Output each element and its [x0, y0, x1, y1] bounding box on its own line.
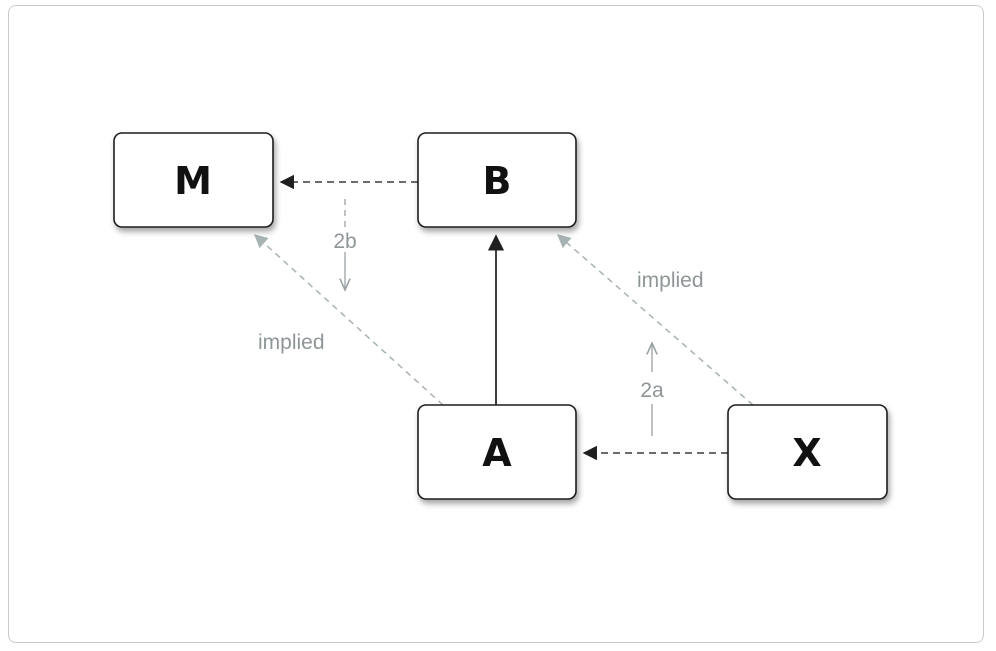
node-b-label: B: [483, 159, 512, 203]
node-a-label: A: [482, 431, 512, 475]
node-b-box: [417, 132, 577, 228]
node-x-box: [727, 404, 888, 500]
node-b[interactable]: B: [417, 132, 577, 228]
step-2b-label: 2b: [333, 230, 356, 253]
implied-label-left: implied: [258, 331, 325, 354]
edge-implied-a-to-m: [253, 234, 444, 406]
step-2a-label: 2a: [640, 379, 664, 402]
implied-label-right: implied: [637, 269, 704, 292]
node-a-box: [417, 404, 577, 500]
node-m-label: M: [174, 159, 212, 203]
node-x[interactable]: X: [727, 404, 888, 500]
node-a[interactable]: A: [417, 404, 577, 500]
node-x-label: X: [792, 431, 821, 475]
node-m[interactable]: M: [113, 132, 274, 228]
node-m-box: [113, 132, 274, 228]
